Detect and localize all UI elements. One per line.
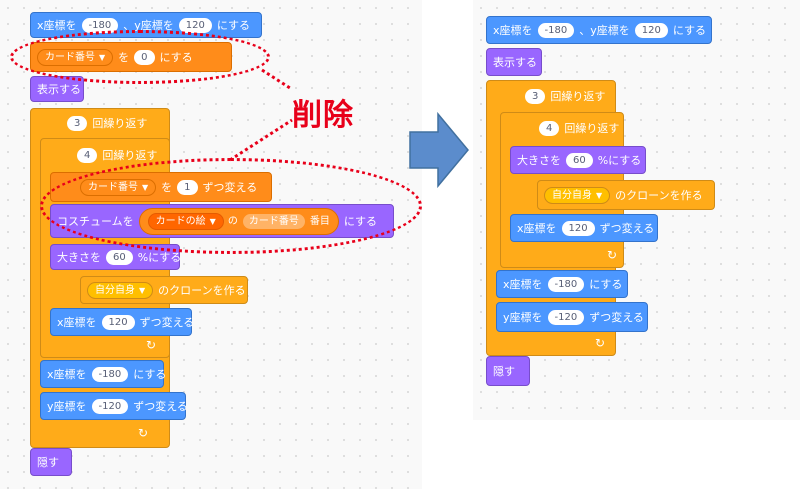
create-clone-block[interactable]: 自分自身▼ のクローンを作る (80, 276, 248, 304)
change-x-block[interactable]: x座標を 120 ずつ変える (510, 214, 658, 242)
clone-target-dropdown[interactable]: 自分自身▼ (544, 186, 611, 204)
change-x-block[interactable]: x座標を 120 ずつ変える (50, 308, 194, 336)
goto-xy-block[interactable]: x座標を -180 、y座標を 120 にする (486, 16, 712, 44)
repeat-inner-header[interactable]: 4 回繰り返す (500, 114, 624, 142)
y-change-input[interactable]: -120 (91, 398, 129, 414)
loop-arrow-icon: ↻ (146, 338, 157, 352)
annotation-connector (229, 68, 293, 162)
right-script-panel: x座標を -180 、y座標を 120 にする 表示する 3 回繰り返す 4 回… (473, 0, 800, 420)
set-x-block[interactable]: x座標を -180 にする (40, 360, 166, 388)
x-input[interactable]: -180 (547, 276, 585, 292)
show-block[interactable]: 表示する (486, 48, 542, 76)
y-input[interactable]: 120 (634, 22, 668, 38)
left-script-panel: x座標を -180 、y座標を 120 にする カード番号▼ を 0 にする 表… (0, 0, 422, 489)
hide-block[interactable]: 隠す (30, 448, 72, 476)
create-clone-block[interactable]: 自分自身▼ のクローンを作る (537, 180, 715, 210)
repeat-count-input[interactable]: 4 (77, 147, 98, 163)
hide-block[interactable]: 隠す (486, 356, 530, 386)
delete-highlight-1 (10, 30, 270, 84)
set-x-block[interactable]: x座標を -180 にする (496, 270, 628, 298)
size-input[interactable]: 60 (106, 249, 133, 265)
x-input[interactable]: -180 (81, 17, 119, 33)
x-change-input[interactable]: 120 (561, 220, 595, 236)
y-change-input[interactable]: -120 (547, 309, 585, 325)
repeat-count-input[interactable]: 3 (67, 115, 88, 131)
x-input[interactable]: -180 (91, 366, 129, 382)
loop-arrow-icon: ↻ (138, 426, 149, 440)
change-y-block[interactable]: y座標を -120 ずつ変える (496, 302, 648, 332)
delete-label: 削除 (292, 98, 354, 133)
y-input[interactable]: 120 (178, 17, 212, 33)
set-size-block[interactable]: 大きさを 60 %にする (510, 146, 646, 174)
repeat-inner-header[interactable]: 4 回繰り返す (40, 140, 165, 170)
size-input[interactable]: 60 (566, 152, 593, 168)
x-input[interactable]: -180 (537, 22, 575, 38)
repeat-outer-header[interactable]: 3 回繰り返す (486, 82, 611, 110)
clone-target-dropdown[interactable]: 自分自身▼ (87, 281, 154, 299)
loop-arrow-icon: ↻ (607, 248, 618, 262)
x-change-input[interactable]: 120 (101, 314, 135, 330)
dropdown-caret-icon: ▼ (139, 285, 146, 295)
change-y-block[interactable]: y座標を -120 ずつ変える (40, 392, 188, 420)
loop-arrow-icon: ↻ (595, 336, 606, 350)
repeat-outer-header[interactable]: 3 回繰り返す (30, 108, 150, 138)
transition-arrow (409, 111, 469, 189)
repeat-count-input[interactable]: 3 (525, 88, 546, 104)
repeat-count-input[interactable]: 4 (539, 120, 560, 136)
dropdown-caret-icon: ▼ (596, 190, 603, 200)
